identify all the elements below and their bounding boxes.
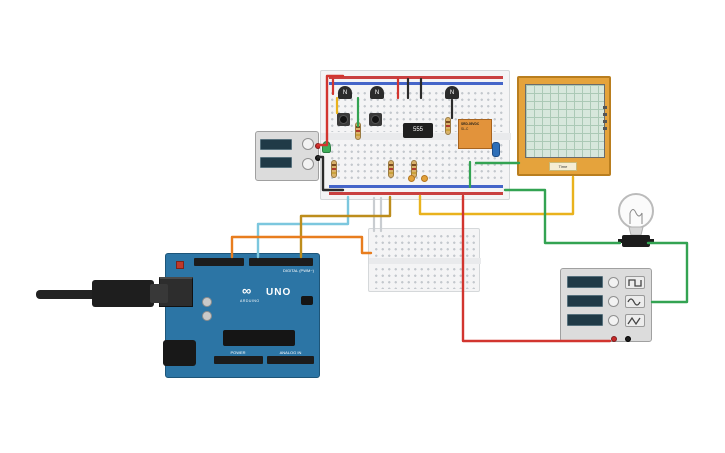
square-wave-icon	[628, 278, 642, 287]
sine-wave-icon	[627, 297, 641, 306]
power-header-label: POWER	[230, 350, 246, 355]
wire-green-function-generator-to-bulb[interactable]	[646, 241, 689, 304]
power-rail-top-positive	[329, 76, 503, 79]
fg-knob-1[interactable]	[608, 277, 619, 288]
arduino-brand: ARDUINO	[240, 299, 260, 303]
fg-display-offset	[567, 314, 603, 326]
power-supply[interactable]	[255, 131, 321, 181]
arduino-logo: ∞	[242, 283, 252, 298]
triangle-wave-icon	[627, 316, 641, 325]
fg-negative-terminal[interactable]	[625, 336, 631, 342]
breadboard-center-gap	[369, 258, 481, 264]
breadboard-main[interactable]: N N N 555 SRD-05VDC SL-C	[320, 70, 511, 200]
oscilloscope-side-markings	[603, 106, 607, 134]
usb-cable[interactable]	[36, 290, 96, 299]
bulb-filament	[629, 209, 643, 224]
pushbutton-cap	[339, 115, 348, 124]
oscilloscope-time-label: Time	[549, 162, 577, 171]
fg-knob-3[interactable]	[608, 315, 619, 326]
capacitor-blue[interactable]	[492, 142, 500, 157]
pushbutton-1[interactable]	[337, 113, 350, 126]
transistor-3[interactable]: N	[445, 86, 459, 99]
wire-green-breadboard-to-bulb[interactable]	[503, 188, 622, 245]
transistor-2[interactable]: N	[370, 86, 384, 99]
fg-knob-2[interactable]	[608, 296, 619, 307]
fg-positive-terminal[interactable]	[611, 336, 617, 342]
wire-orange-arduino-to-small-breadboard[interactable]	[230, 235, 373, 259]
relay-label-2: SL-C	[461, 127, 469, 131]
power-header[interactable]	[214, 356, 263, 364]
analog-header[interactable]	[267, 356, 314, 364]
power-rail-bottom-positive	[329, 192, 503, 195]
relay-label-1: SRD-05VDC	[461, 122, 480, 126]
fg-display-amplitude	[567, 295, 603, 307]
analog-header-label: ANALOG IN	[279, 350, 302, 355]
wire-red-power-supply-to-breadboard[interactable]	[316, 74, 345, 147]
power-rail-bottom-negative	[329, 185, 503, 188]
square-wave-button[interactable]	[625, 276, 645, 289]
transistor-1[interactable]: N	[338, 86, 352, 99]
power-supply-current-knob[interactable]	[302, 158, 314, 170]
arduino-uno[interactable]: DIGITAL (PWM~) ∞ ARDUINO UNO POWER ANALO…	[159, 253, 320, 378]
breadboard-holes	[373, 266, 477, 289]
wire-red-breadboard-to-function-generator[interactable]	[461, 194, 612, 343]
ceramic-capacitor-1[interactable]	[408, 175, 415, 182]
power-jack	[163, 340, 196, 366]
wire-yellow-breadboard-to-oscilloscope[interactable]	[418, 175, 575, 216]
power-supply-display-current	[260, 157, 292, 168]
digital-header-right[interactable]	[249, 258, 313, 266]
oscilloscope[interactable]: Time	[517, 76, 611, 176]
wire-black-power-supply-to-breadboard[interactable]	[316, 155, 345, 192]
usb-plug[interactable]	[92, 280, 154, 307]
sine-wave-button[interactable]	[625, 295, 645, 308]
555-timer-ic[interactable]: 555	[403, 123, 433, 138]
bulb-base-clip[interactable]	[622, 235, 650, 247]
icsp-header[interactable]	[301, 296, 313, 305]
power-supply-voltage-knob[interactable]	[302, 138, 314, 150]
breadboard-small[interactable]	[368, 228, 481, 292]
pushbutton-cap	[371, 115, 380, 124]
triangle-wave-button[interactable]	[625, 314, 645, 327]
wire-cyan-arduino-to-breadboard[interactable]	[256, 195, 350, 259]
power-rail-top-negative	[329, 82, 503, 85]
digital-label: DIGITAL (PWM~)	[283, 268, 314, 273]
oscilloscope-screen	[525, 84, 605, 158]
ceramic-capacitor-2[interactable]	[421, 175, 428, 182]
power-supply-display-voltage	[260, 139, 292, 150]
transistor-label: N	[342, 89, 348, 96]
resistor-5[interactable]	[445, 117, 451, 135]
fg-display-frequency	[567, 276, 603, 288]
bulb-glass[interactable]	[618, 193, 654, 229]
bulb-neck	[628, 226, 644, 236]
transistor-label: N	[374, 89, 380, 96]
capacitor-silver-2	[202, 311, 212, 321]
resistor-2[interactable]	[388, 160, 394, 178]
pushbutton-2[interactable]	[369, 113, 382, 126]
function-generator[interactable]	[560, 268, 652, 342]
usb-plug-tip	[150, 284, 168, 303]
capacitor-silver-1	[202, 297, 212, 307]
breadboard-holes	[373, 233, 477, 257]
ic-label: 555	[412, 127, 423, 133]
light-bulb[interactable]	[608, 186, 664, 252]
reset-button[interactable]	[176, 261, 184, 269]
resistor-1[interactable]	[331, 160, 337, 178]
arduino-model: UNO	[266, 287, 292, 298]
atmega-chip	[223, 330, 295, 346]
digital-header-left[interactable]	[194, 258, 244, 266]
transistor-label: N	[449, 89, 455, 96]
relay[interactable]: SRD-05VDC SL-C	[458, 119, 492, 149]
